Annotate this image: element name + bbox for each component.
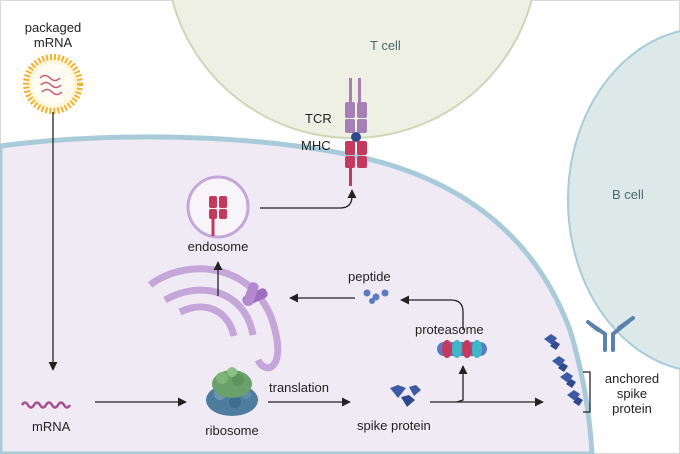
label-packaged: packaged mRNA <box>13 20 93 50</box>
label-translation: translation <box>269 380 329 395</box>
anchored-spike-icon <box>544 334 583 406</box>
spike-protein-icon <box>390 385 421 407</box>
label-anchored-line3: protein <box>612 401 652 416</box>
ribosome-icon <box>206 367 258 416</box>
label-anchored-spike: anchored spike protein <box>592 371 672 416</box>
label-anchored-line1: anchored <box>604 371 660 386</box>
arrow-to-membrane-mhc <box>260 189 357 209</box>
lipid-nanoparticle-icon <box>23 54 83 114</box>
antibody-icon <box>586 316 635 352</box>
label-spike-protein: spike protein <box>357 418 431 433</box>
label-t-cell: T cell <box>370 38 401 53</box>
proteasome-icon <box>437 340 487 358</box>
endosome-icon <box>186 175 250 239</box>
label-mhc: MHC <box>301 138 331 153</box>
label-packaged-line2: mRNA <box>33 35 73 50</box>
label-b-cell: B cell <box>612 187 644 202</box>
label-proteasome: proteasome <box>415 322 484 337</box>
flow-arrows <box>48 112 544 407</box>
label-tcr: TCR <box>305 111 332 126</box>
arrow-to-proteasome <box>456 365 468 403</box>
arrow-to-peptide <box>400 295 464 330</box>
golgi-icon <box>147 265 282 372</box>
mhc-tcr-complex-icon <box>345 78 367 186</box>
label-mrna: mRNA <box>32 419 71 434</box>
label-endosome: endosome <box>187 239 249 254</box>
bracket <box>583 371 591 413</box>
peptide-icon <box>363 289 389 304</box>
b-cell <box>567 30 680 370</box>
label-ribosome: ribosome <box>205 423 259 438</box>
label-anchored-line2: spike <box>616 386 648 401</box>
mrna-strand-icon <box>20 401 72 409</box>
golgi-mhc-icon <box>242 282 268 306</box>
label-packaged-line1: packaged <box>24 20 82 35</box>
label-peptide: peptide <box>348 269 391 284</box>
